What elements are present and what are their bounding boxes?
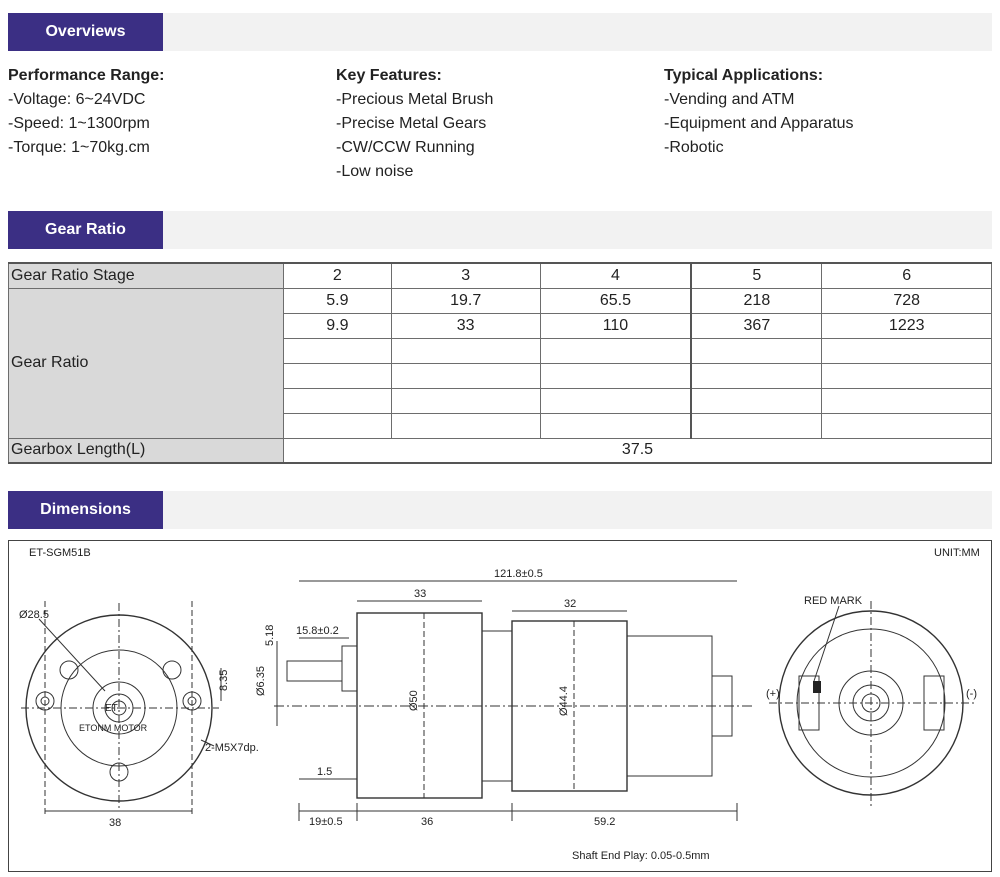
gear-ratio-label: Gear Ratio [8,287,284,439]
gearbox-length-label: Gearbox Length(L) [8,437,284,464]
side-motor-length: 59.2 [594,816,615,828]
table-row: Gear Ratio 5.9 19.7 65.5 218 728 [8,287,992,439]
ratio-cell [821,337,992,364]
performance-item: -Speed: 1~1300rpm [8,115,150,132]
ratio-cell: 5.9 [283,287,392,314]
table-row: 9.9 33 110 367 1223 [9,312,992,339]
side-shaft-diameter: Ø6.35 [255,666,267,696]
ratio-cell: 1223 [821,312,992,339]
features-column: Key Features: -Precious Metal Brush -Pre… [336,64,493,184]
side-shaft-length: 19±0.5 [309,816,343,828]
applications-item: -Vending and ATM [664,91,795,108]
side-gearbox-length: 33 [414,588,426,600]
model-label: ET-SGM51B [29,547,91,559]
ratio-cell: 19.7 [390,287,541,314]
table-row: Gearbox Length(L) 37.5 [8,437,992,464]
ratio-cell [690,362,823,389]
ratio-cell [539,387,692,414]
stage-cell: 5 [690,262,823,289]
ratio-cell [283,362,392,389]
dimension-drawing: ET-SGM51B UNIT:MM Shaft End Play: 0.05-0… [8,540,992,872]
features-item: -Precise Metal Gears [336,115,487,132]
ratio-cell: 65.5 [539,287,692,314]
ratio-cell [690,337,823,364]
ratio-cell [390,362,541,389]
rear-minus-terminal: (-) [966,688,977,700]
stage-cell: 6 [821,262,992,289]
features-heading: Key Features: [336,67,442,84]
table-row: Gear Ratio Stage 2 3 4 5 6 [8,262,992,289]
side-flat-tolerance: 5.18 [264,625,276,646]
side-shaft-flat: 15.8±0.2 [296,625,339,637]
ratio-cell [539,362,692,389]
stage-label: Gear Ratio Stage [8,262,284,289]
applications-item: -Robotic [664,139,724,156]
drawing-svg: ET-SGM51B UNIT:MM Shaft End Play: 0.05-0… [19,547,980,862]
table-row [9,412,992,439]
overviews-section-bar: Overviews [8,13,992,51]
performance-item: -Voltage: 6~24VDC [8,91,146,108]
ratio-cell [390,412,541,439]
ratio-cell [283,412,392,439]
ratio-cell: 9.9 [283,312,392,339]
ratio-cell [690,387,823,414]
side-gear-length: 36 [421,816,433,828]
gear-ratio-tab: Gear Ratio [8,211,163,249]
front-logo-ring: ETONM MOTOR [79,723,148,733]
side-total-length: 121.8±0.5 [494,568,543,580]
rear-plus-terminal: (+) [766,688,780,700]
stage-cell: 3 [390,262,541,289]
unit-label: UNIT:MM [934,547,980,559]
ratio-cell [821,412,992,439]
ratio-cell [821,362,992,389]
ratio-cell [283,337,392,364]
dimensions-tab: Dimensions [8,491,163,529]
front-logo-et: ET [105,703,118,714]
overviews-tab: Overviews [8,13,163,51]
ratio-cell [390,387,541,414]
front-screws-label: 2-M5X7dp. [205,742,259,754]
side-motor-top-length: 32 [564,598,576,610]
front-height-label: 8.35 [218,670,230,691]
ratio-cell: 110 [539,312,692,339]
stage-cell: 4 [539,262,692,289]
ratio-cell: 218 [690,287,823,314]
features-item: -CW/CCW Running [336,139,475,156]
features-item: -Low noise [336,163,414,180]
stage-cell: 2 [283,262,392,289]
ratio-cell [690,412,823,439]
features-item: -Precious Metal Brush [336,91,494,108]
ratio-cell [539,337,692,364]
table-row [9,362,992,389]
table-row [9,337,992,364]
front-width-label: 38 [109,817,121,829]
ratio-cell [283,387,392,414]
ratio-cell [390,337,541,364]
performance-column: Performance Range: -Voltage: 6~24VDC -Sp… [8,64,165,160]
dimensions-section-bar: Dimensions [8,491,992,529]
side-motor-diameter: Ø44.4 [558,686,570,716]
applications-item: -Equipment and Apparatus [664,115,854,132]
applications-heading: Typical Applications: [664,67,824,84]
gearbox-length-value: 37.5 [283,437,992,464]
performance-item: -Torque: 1~70kg.cm [8,139,150,156]
table-row [9,387,992,414]
gear-ratio-section-bar: Gear Ratio [8,211,992,249]
ratio-cell: 33 [390,312,541,339]
rear-red-mark: RED MARK [804,595,863,607]
gear-ratio-table: Gear Ratio Stage 2 3 4 5 6 Gear Ratio 5.… [8,262,992,464]
performance-heading: Performance Range: [8,67,165,84]
ratio-cell: 367 [690,312,823,339]
ratio-cell [539,412,692,439]
ratio-cell: 728 [821,287,992,314]
side-body-diameter: Ø50 [408,690,420,711]
side-gap: 1.5 [317,766,332,778]
applications-column: Typical Applications: -Vending and ATM -… [664,64,853,160]
front-diameter-label: Ø28.5 [19,609,49,621]
ratio-cell [821,387,992,414]
shaft-play-note: Shaft End Play: 0.05-0.5mm [572,850,710,862]
